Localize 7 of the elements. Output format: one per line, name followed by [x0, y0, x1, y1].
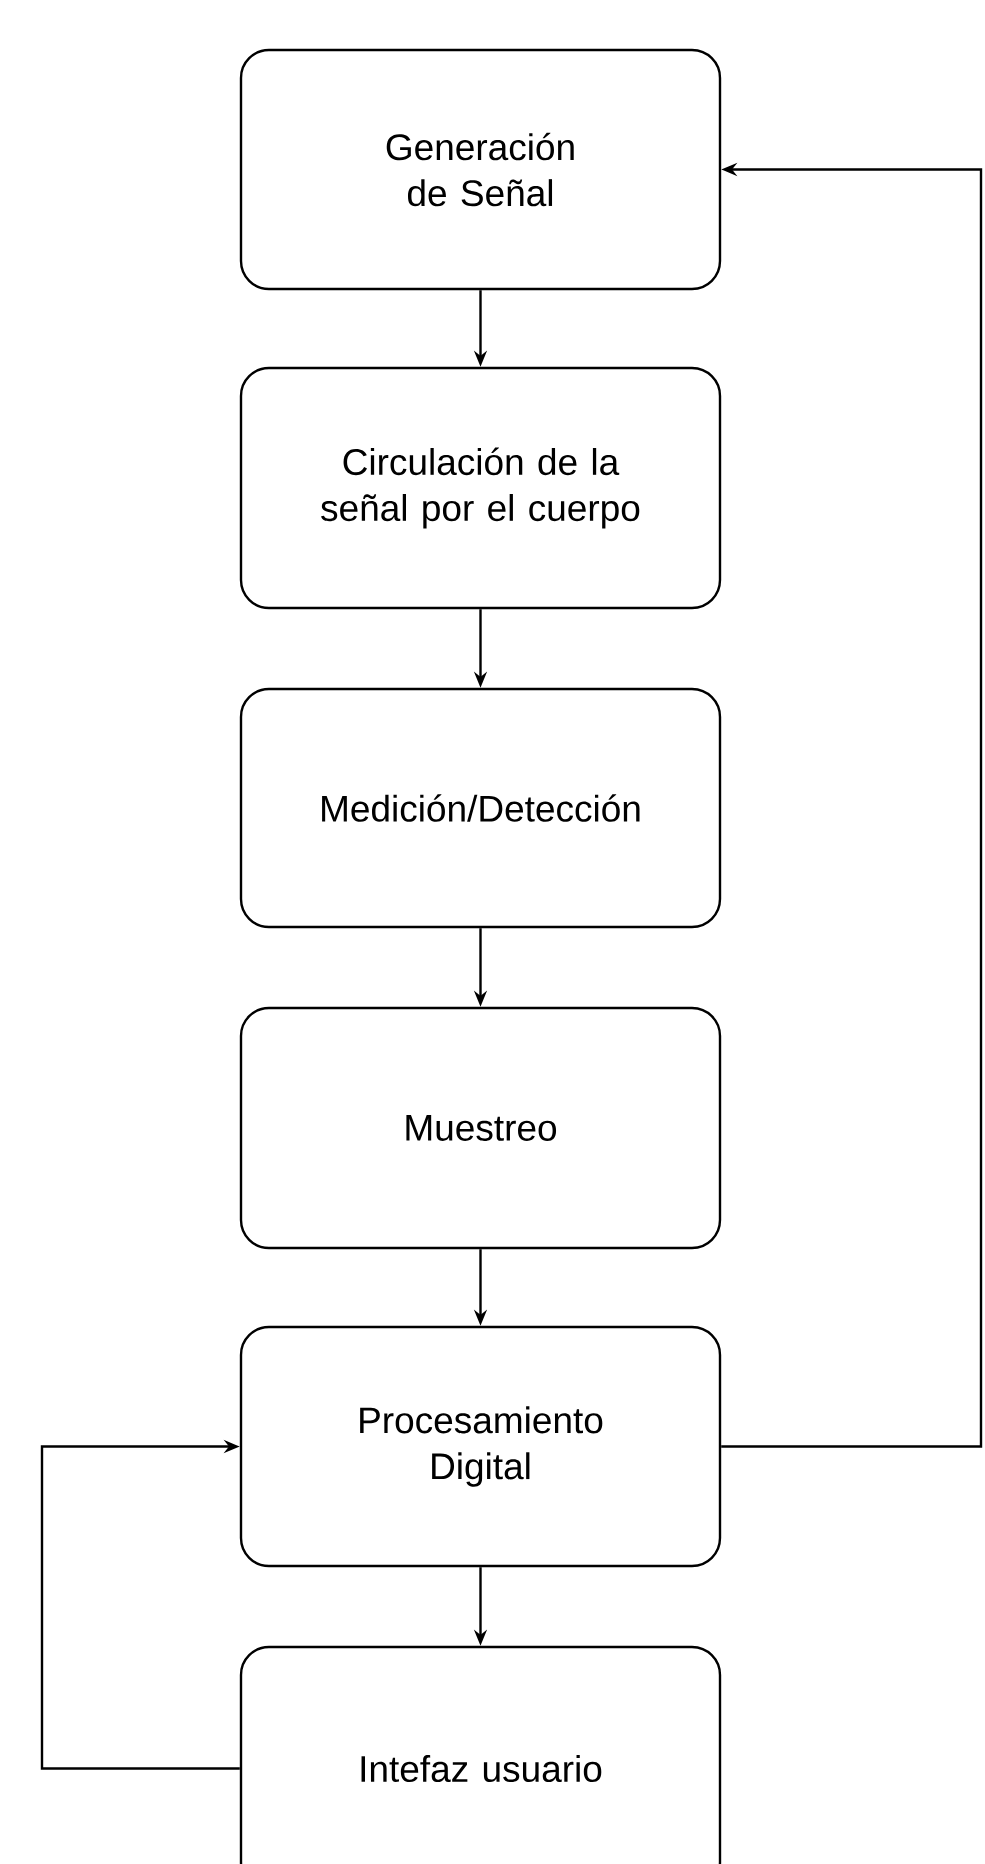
- process-box: Procesamiento Digital: [239, 1325, 722, 1568]
- process-box: Circulación de la señal por el cuerpo: [239, 366, 722, 610]
- process-box: Muestreo: [239, 1006, 722, 1250]
- process-box: Medición/Detección: [239, 687, 722, 929]
- process-box: Generación de Señal: [239, 48, 722, 291]
- process-box: Intefaz usuario: [239, 1645, 722, 1864]
- arrow: [40, 1439, 240, 1770]
